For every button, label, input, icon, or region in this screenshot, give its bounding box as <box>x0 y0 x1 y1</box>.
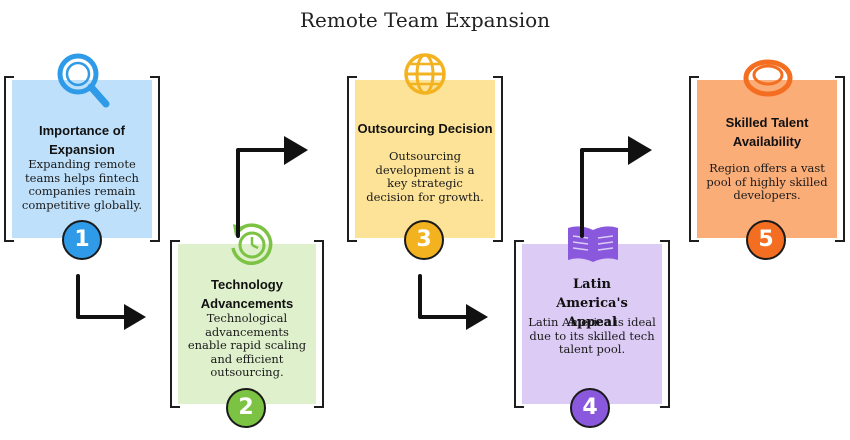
card-background <box>522 244 662 404</box>
card-background <box>12 80 152 238</box>
magnifier-icon <box>52 48 112 117</box>
right-bracket <box>150 76 160 242</box>
right-bracket <box>660 240 670 408</box>
step-title: Technology Advancements <box>200 277 294 311</box>
page-title: Remote Team Expansion <box>299 8 551 32</box>
left-bracket <box>514 240 524 408</box>
step-title: Skilled Talent Availability <box>725 115 809 149</box>
left-bracket <box>689 76 699 242</box>
step-number-badge-5: 5 <box>746 220 786 260</box>
arrow-2-to-3 <box>236 136 308 238</box>
step-text: Expanding remote teams helps fintech com… <box>21 157 143 212</box>
step-text: Technological advancements enable rapid … <box>187 311 307 380</box>
step-card-1: Importance of Expansion Expanding remote… <box>4 76 160 242</box>
step-number-badge-1: 1 <box>62 220 102 260</box>
ring-icon <box>742 54 794 103</box>
card-background <box>697 80 837 238</box>
left-bracket <box>170 240 180 408</box>
left-bracket <box>347 76 357 242</box>
step-number-badge-4: 4 <box>570 388 610 428</box>
step-title: Importance of Expansion <box>39 123 125 157</box>
step-card-3: Outsourcing Decision Outsourcing develop… <box>347 76 503 242</box>
step-text: Outsourcing development is a key strateg… <box>366 149 484 204</box>
step-text: Region offers a vast pool of highly skil… <box>706 161 828 203</box>
right-bracket <box>493 76 503 242</box>
arrow-3-to-4 <box>418 274 488 330</box>
step-card-5: Skilled Talent Availability Region offer… <box>689 76 845 242</box>
arrow-4-to-5 <box>580 136 652 238</box>
arrow-1-to-2 <box>76 274 146 330</box>
step-card-2: Technology Advancements Technological ad… <box>170 240 324 408</box>
step-title: Outsourcing Decision <box>357 121 493 136</box>
card-background <box>355 80 495 238</box>
step-number-badge-2: 2 <box>226 388 266 428</box>
step-text: Latin America is ideal due to its skille… <box>528 315 656 357</box>
step-number-badge-3: 3 <box>404 220 444 260</box>
left-bracket <box>4 76 14 242</box>
step-card-4: Latin America's Appeal Latin America is … <box>514 240 670 408</box>
step-title: Latin America's Appeal <box>556 277 628 330</box>
right-bracket <box>314 240 324 408</box>
globe-icon <box>403 52 447 101</box>
book-icon <box>564 222 622 271</box>
right-bracket <box>835 76 845 242</box>
card-background <box>178 244 316 404</box>
